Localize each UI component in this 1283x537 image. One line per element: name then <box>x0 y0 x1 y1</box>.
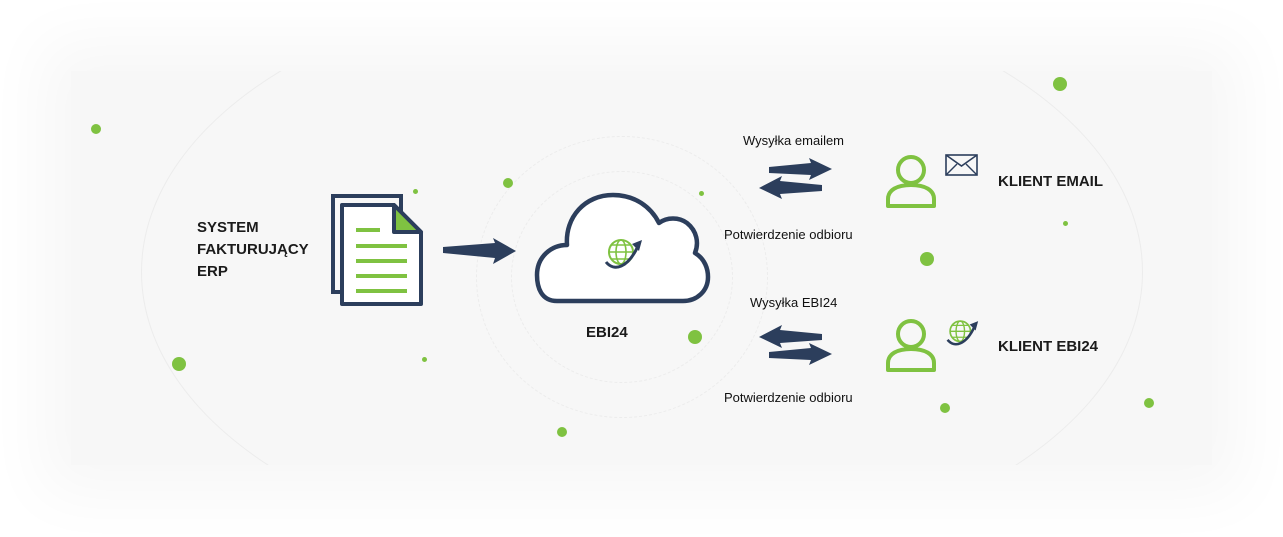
decor-dot <box>422 357 427 362</box>
decor-dot <box>503 178 513 188</box>
decor-dot <box>91 124 101 134</box>
email-confirm-arrow-icon <box>759 176 822 199</box>
ebi-send-arrow-icon <box>769 343 832 365</box>
decor-dot <box>413 189 418 194</box>
decor-dot <box>1063 221 1068 226</box>
ebi-confirm-label: Potwierdzenie odbioru <box>724 390 853 405</box>
globe-icon <box>604 239 642 269</box>
decor-dot <box>940 403 950 413</box>
email-send-arrow-icon <box>769 158 832 180</box>
ebi-confirm-arrow-icon <box>759 325 822 348</box>
source-line-1: SYSTEM <box>197 219 259 236</box>
decor-dot <box>1144 398 1154 408</box>
decor-dot <box>172 357 186 371</box>
document-icon <box>331 194 423 306</box>
globe-icon <box>946 320 979 346</box>
user-icon <box>886 155 936 208</box>
decor-dot <box>1053 77 1067 91</box>
ebi-send-label: Wysyłka EBI24 <box>750 295 838 310</box>
email-send-label: Wysyłka emailem <box>743 133 845 148</box>
erp-to-hub-arrow-icon <box>443 238 516 264</box>
decor-ring-middle <box>476 136 768 418</box>
decor-dot <box>920 252 934 266</box>
source-system-label: SYSTEM FAKTURUJĄCY ERP <box>197 217 309 283</box>
decor-ring-outer <box>141 71 1143 465</box>
client-email-label: KLIENT EMAIL <box>998 173 1103 190</box>
decor-ring-inner <box>511 171 733 383</box>
envelope-icon <box>945 154 978 176</box>
client-ebi24-label: KLIENT EBI24 <box>998 338 1099 355</box>
decor-dot <box>688 330 702 344</box>
email-confirm-label: Potwierdzenie odbioru <box>724 227 853 242</box>
hub-label: EBI24 <box>586 324 628 341</box>
source-line-3: ERP <box>197 263 228 280</box>
user-icon <box>886 319 936 372</box>
cloud-icon <box>534 192 711 304</box>
decor-dot <box>699 191 704 196</box>
source-line-2: FAKTURUJĄCY <box>197 241 309 258</box>
decor-dot <box>557 427 567 437</box>
